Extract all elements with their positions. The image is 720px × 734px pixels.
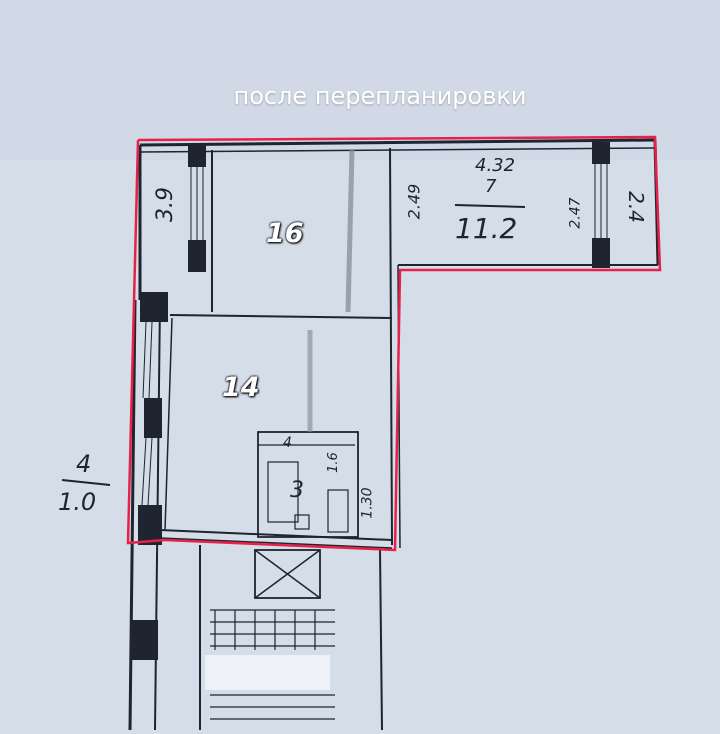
left-fraction-bottom: 1.0 <box>58 488 97 516</box>
windows <box>132 142 610 660</box>
window-glass <box>141 164 608 506</box>
room14-left <box>164 317 173 531</box>
plan-caption: после перепланировки <box>233 82 527 110</box>
room14-bottom-2 <box>159 537 393 549</box>
balcony-fraction-mid: 7 <box>485 176 497 197</box>
sink <box>294 514 310 530</box>
bath-side: 1.30 <box>359 487 376 519</box>
top-wall-inner <box>139 147 656 153</box>
elevator-x2 <box>254 549 321 599</box>
room-14-label: 14 <box>222 372 260 403</box>
balcony-window: 2.47 <box>567 197 584 229</box>
balcony-fraction-bar <box>454 204 526 208</box>
room-left-width: 3.9 <box>153 187 178 222</box>
toilet <box>327 489 349 533</box>
stair-right <box>379 549 383 731</box>
left-fraction-top: 4 <box>76 450 92 478</box>
bath-number: 3 <box>290 478 304 503</box>
partition-16-14 <box>169 314 393 319</box>
removed-wall-16 <box>345 149 355 313</box>
bath-fraction-top: 4 <box>283 435 292 451</box>
partition-right <box>389 147 393 546</box>
stairs <box>205 609 335 720</box>
left-wall-lower <box>128 299 137 731</box>
elevator-shaft <box>254 549 321 599</box>
bath-fraction-mid: 1.6 <box>325 452 341 473</box>
room-16-label: 16 <box>266 218 304 249</box>
bathtub <box>267 461 299 523</box>
room14-bottom <box>159 529 393 541</box>
room-right-height: 2.49 <box>404 183 424 220</box>
apartment-outline <box>126 135 662 552</box>
left-fraction-bar <box>61 479 111 486</box>
balcony-fraction-top: 4.32 <box>475 155 516 176</box>
paper-shade <box>0 0 720 160</box>
walls <box>128 138 660 731</box>
balcony-fraction-bottom: 11.2 <box>455 212 518 245</box>
top-wall <box>139 138 656 147</box>
balcony-side: 2.4 <box>623 191 648 223</box>
